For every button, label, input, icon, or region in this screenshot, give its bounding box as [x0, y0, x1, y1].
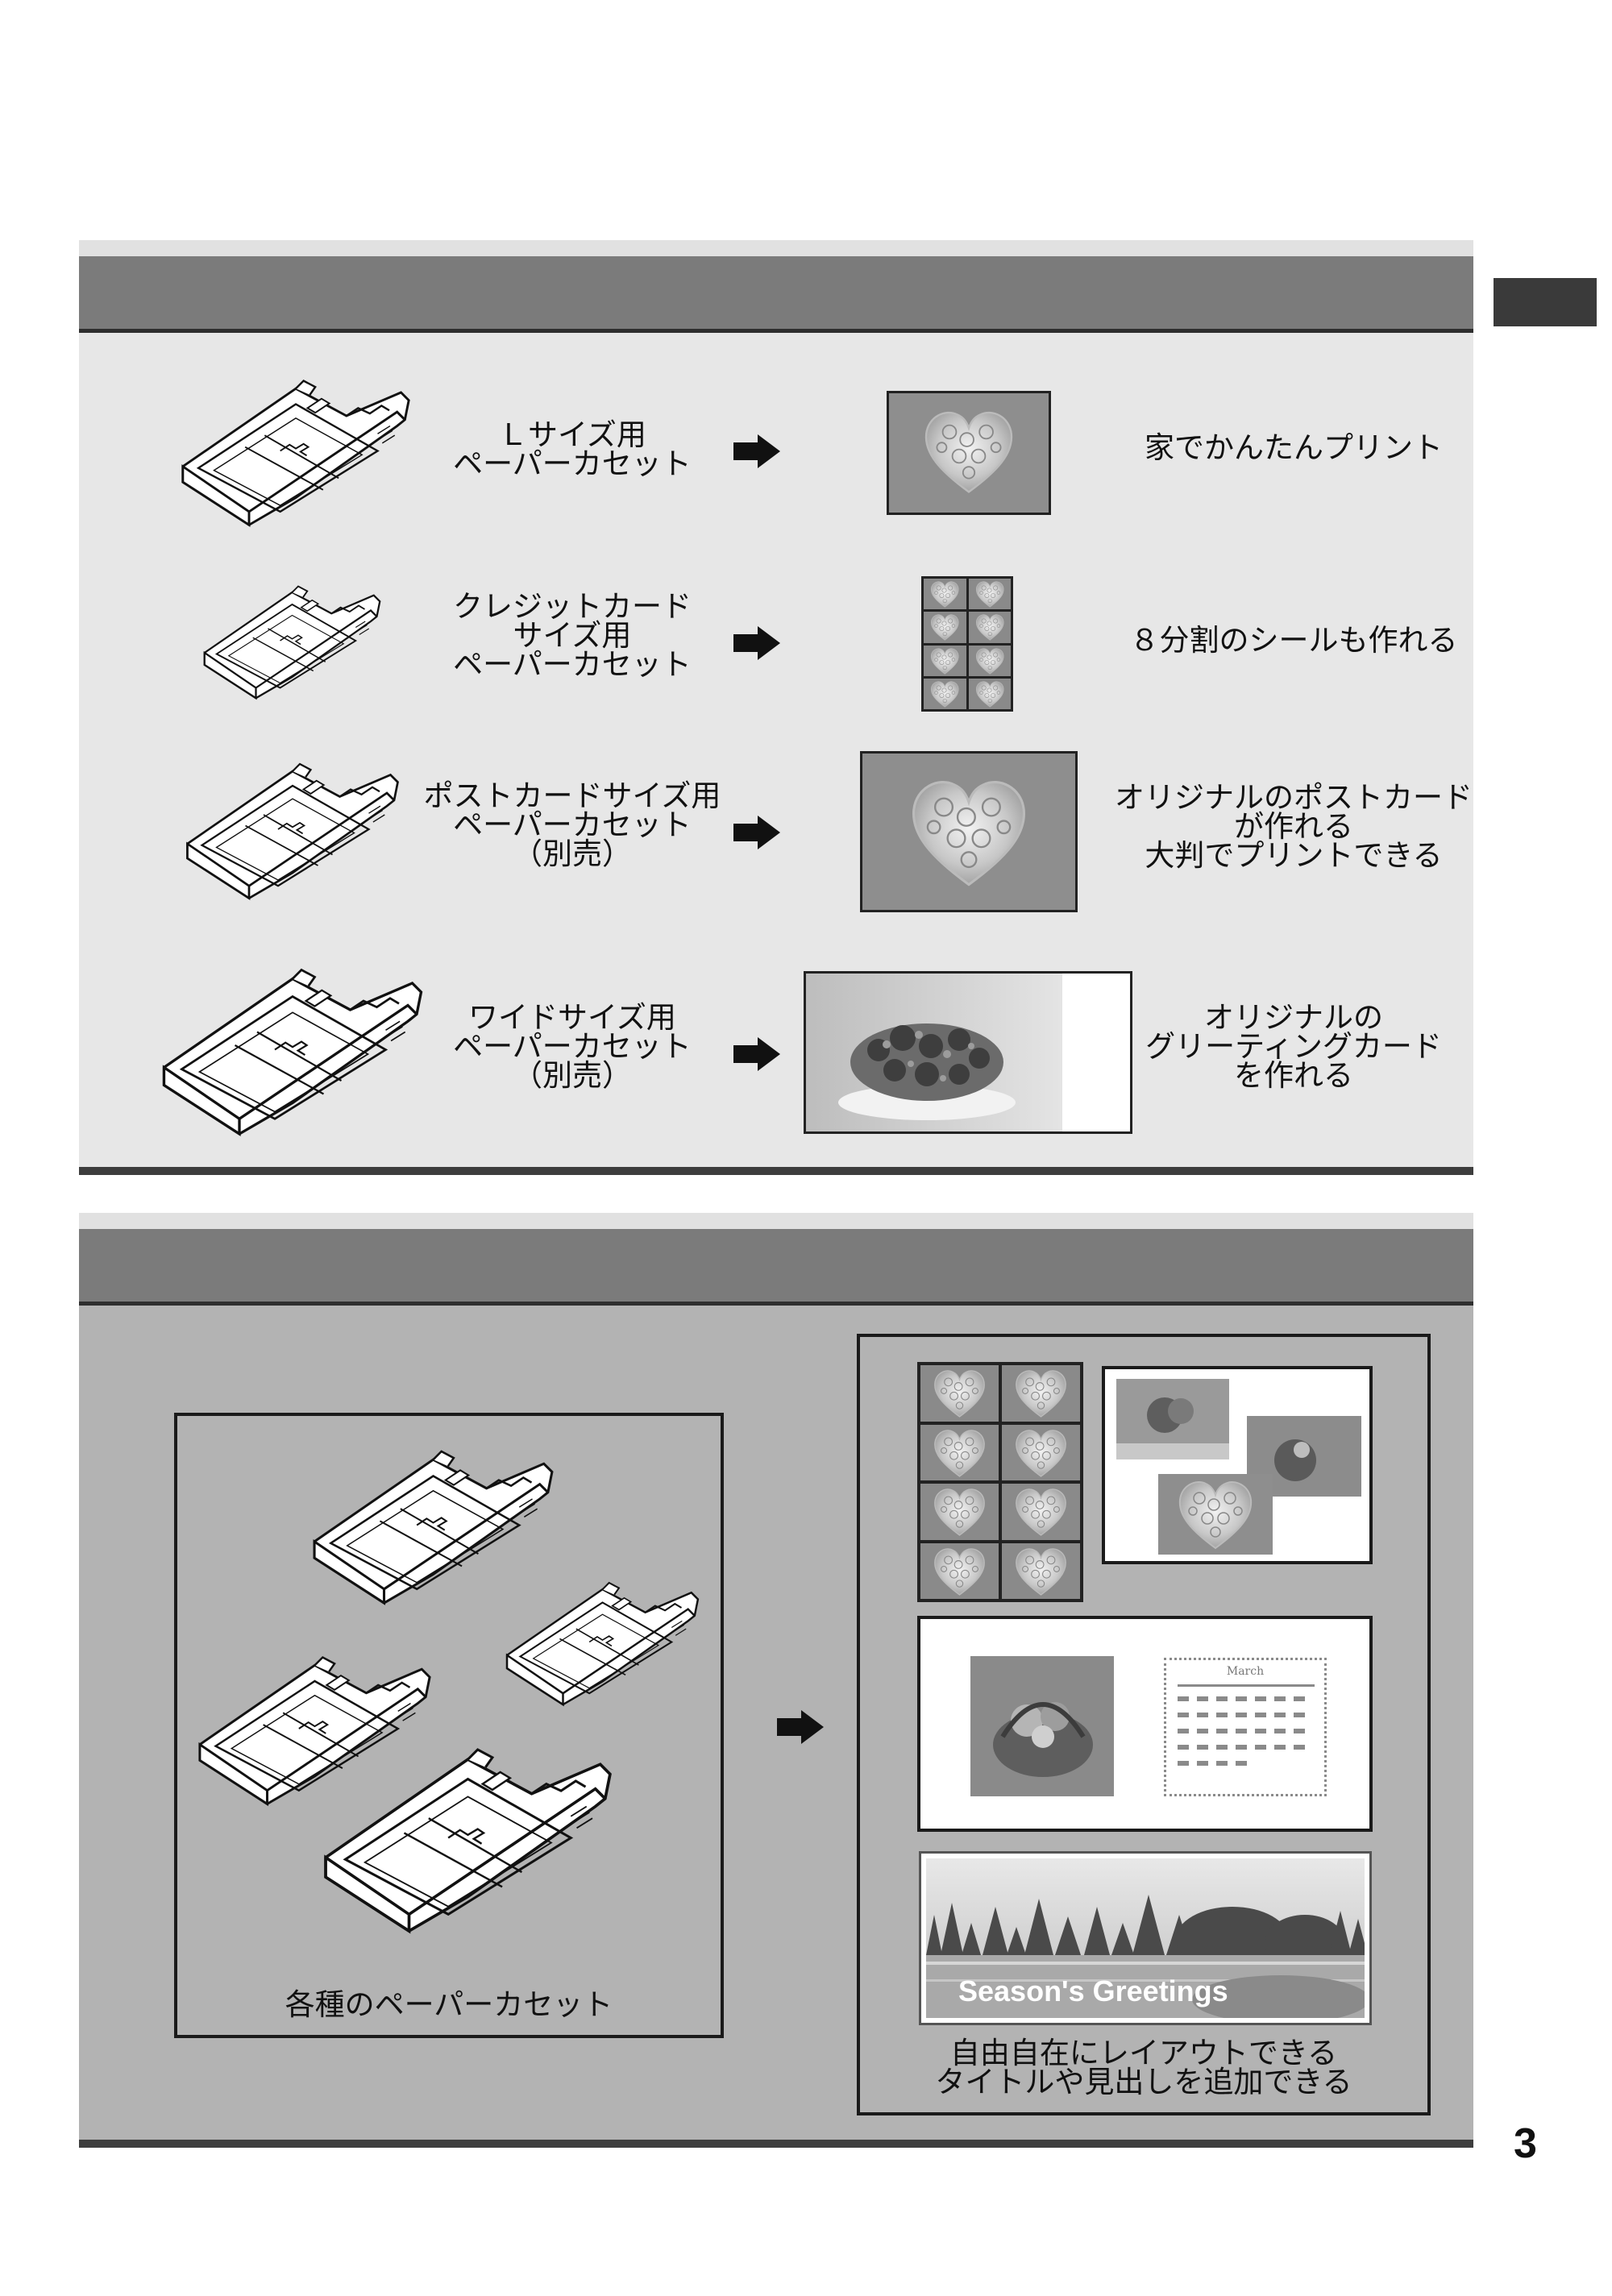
sticker-cell [924, 678, 966, 709]
panel-header-bar [79, 1229, 1473, 1306]
calendar-grid: March [1164, 1658, 1327, 1796]
arrow-icon [732, 1036, 782, 1073]
l-size-cassette-label: Ｌサイズ用 ペーパーカセット [453, 417, 692, 481]
photo-collage-card [1102, 1366, 1373, 1564]
postcard-result-text: オリジナルのポストカード が作れる 大判でプリントできる [1115, 780, 1473, 873]
postcard-heart-photo [860, 751, 1078, 912]
sticker-cell [924, 579, 966, 610]
panel-top-strip [79, 1213, 1473, 1229]
layout-caption: 自由自在にレイアウトできる タイトルや見出しを追加できる [935, 2036, 1352, 2099]
heart-flower-image [904, 770, 1033, 895]
cassette-illustration [504, 1576, 701, 1709]
season-greetings-title: Season's Greetings [958, 1974, 1228, 2007]
wide-result-text: オリジナルの グリーティングカード を作れる [1145, 1000, 1442, 1093]
cassette-assortment-caption: 各種のペーパーカセット [285, 1987, 613, 2022]
arrow-icon [732, 814, 782, 851]
l-size-cassette-illustration [179, 372, 413, 529]
postcard-cassette-illustration [184, 756, 401, 903]
wide-flower-basket-photo [804, 971, 1132, 1134]
sticker-cell [920, 1365, 999, 1422]
credit-card-cassette-illustration [202, 580, 383, 701]
arrow-icon [732, 625, 782, 662]
wide-cassette-label: ワイドサイズ用 ペーパーカセット （別売） [453, 1000, 692, 1093]
heart-flower-image [916, 403, 1021, 500]
panel-header-bar [79, 256, 1473, 333]
credit-card-result-text: ８分割のシールも作れる [1129, 623, 1458, 658]
collage-photo [1247, 1416, 1361, 1497]
sticker-cell [1002, 1484, 1080, 1540]
arrow-icon [732, 433, 782, 470]
layout-examples-box [857, 1334, 1431, 2115]
sticker-cell [924, 645, 966, 676]
sticker-sheet-8-split [921, 576, 1013, 712]
postcard-cassette-label: ポストカードサイズ用 ペーパーカセット （別売） [423, 778, 721, 871]
basket-photo [970, 1656, 1114, 1796]
arrow-icon [775, 1709, 825, 1746]
sticker-sheet-layout [917, 1362, 1083, 1602]
calendar-layout-card: March [917, 1616, 1373, 1832]
sticker-cell [920, 1542, 999, 1599]
l-size-result-text: 家でかんたんプリント [1145, 430, 1443, 465]
sticker-cell [1002, 1365, 1080, 1422]
sticker-cell [920, 1484, 999, 1540]
sticker-cell [968, 579, 1011, 610]
sticker-cell [968, 612, 1011, 643]
collage-photo [1158, 1474, 1273, 1555]
sticker-cell [968, 678, 1011, 709]
wide-size-cassette-illustration [160, 959, 426, 1140]
cassette-illustration [321, 1739, 615, 1937]
panel-bottom-rule [79, 2140, 1473, 2148]
season-greetings-card: Season's Greetings [919, 1851, 1372, 2025]
heart-flower-photo [887, 391, 1051, 515]
calendar-month-title: March [1226, 1665, 1265, 1678]
calendar-dates [1178, 1684, 1315, 1766]
cassette-assortment-box [174, 1413, 724, 2038]
page-number: 3 [1514, 2120, 1537, 2167]
sticker-cell [924, 612, 966, 643]
sticker-cell [1002, 1424, 1080, 1480]
sticker-cell [968, 645, 1011, 676]
sticker-cell [920, 1424, 999, 1480]
panel-bottom-rule [79, 1167, 1473, 1175]
collage-photo [1116, 1379, 1229, 1459]
panel-top-strip [79, 240, 1473, 256]
chapter-tab [1494, 278, 1597, 326]
credit-card-cassette-label: クレジットカード サイズ用 ペーパーカセット [453, 589, 692, 682]
sticker-cell [1002, 1542, 1080, 1599]
lake-forest-image [926, 1858, 1365, 2018]
flower-basket-image [806, 974, 1062, 1131]
